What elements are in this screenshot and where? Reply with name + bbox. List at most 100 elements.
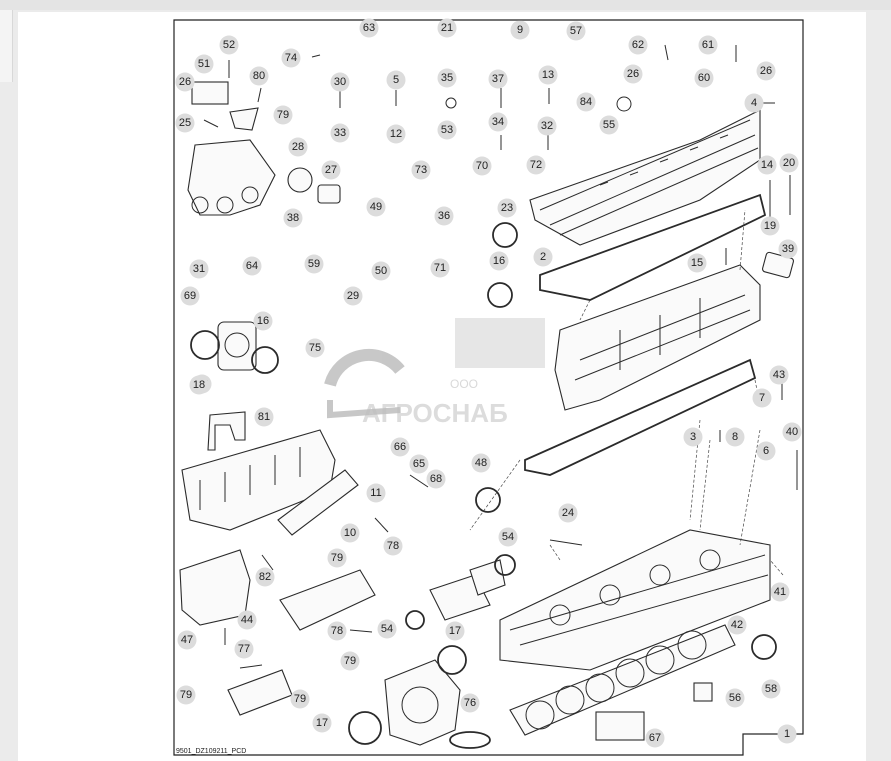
callout-circle <box>437 68 457 88</box>
egr-cooler-part <box>279 569 376 631</box>
callout-80: 80 <box>249 66 269 86</box>
callout-label: 78 <box>331 625 343 637</box>
callout-24: 24 <box>558 503 578 523</box>
callout-53: 53 <box>437 120 457 140</box>
callout-79: 79 <box>273 105 293 125</box>
callout-label: 60 <box>698 72 710 84</box>
callout-circle <box>409 454 429 474</box>
seal-ring-part <box>616 96 632 112</box>
callout-circle <box>340 651 360 671</box>
callout-71: 71 <box>430 258 450 278</box>
o-ring-part <box>487 282 513 308</box>
callout-label: 57 <box>570 25 582 37</box>
throttle-valve-part <box>217 321 257 371</box>
callout-circle <box>312 713 332 733</box>
callout-14: 14 <box>757 155 777 175</box>
callout-29: 29 <box>343 286 363 306</box>
callout-circle <box>488 69 508 89</box>
callout-label: 66 <box>394 441 406 453</box>
callout-61: 61 <box>698 35 718 55</box>
callout-circle <box>304 254 324 274</box>
sleeve-part <box>317 184 341 204</box>
callout-label: 24 <box>562 507 574 519</box>
callout-circle <box>777 724 797 744</box>
callout-circle <box>756 61 776 81</box>
callout-circle <box>445 621 465 641</box>
callout-label: 65 <box>413 458 425 470</box>
callout-23: 23 <box>497 198 517 218</box>
callout-82: 82 <box>255 567 275 587</box>
seal-kit-part <box>595 711 645 741</box>
callout-label: 26 <box>179 76 191 88</box>
callout-label: 79 <box>294 693 306 705</box>
callout-label: 12 <box>390 128 402 140</box>
callout-64: 64 <box>242 256 262 276</box>
callout-63: 63 <box>359 18 379 38</box>
callout-circle <box>683 427 703 447</box>
callout-79: 79 <box>340 651 360 671</box>
callout-39: 39 <box>778 239 798 259</box>
callout-label: 84 <box>580 96 592 108</box>
callout-circle <box>175 113 195 133</box>
callout-circle <box>180 286 200 306</box>
callout-label: 26 <box>627 68 639 80</box>
callout-label: 81 <box>258 411 270 423</box>
callout-circle <box>281 48 301 68</box>
head-gasket-part <box>509 624 736 736</box>
callout-label: 29 <box>347 290 359 302</box>
callout-33: 33 <box>330 123 350 143</box>
callout-label: 67 <box>649 732 661 744</box>
callout-circle <box>234 639 254 659</box>
callout-70: 70 <box>472 156 492 176</box>
callout-label: 16 <box>493 255 505 267</box>
callout-circle <box>359 18 379 38</box>
callout-label: 48 <box>475 457 487 469</box>
callout-13: 13 <box>538 65 558 85</box>
callout-circle <box>725 427 745 447</box>
callout-20: 20 <box>779 153 799 173</box>
callout-label: 28 <box>292 141 304 153</box>
callout-circle <box>782 422 802 442</box>
document-reference: 9501_DZ109211_PCD <box>176 748 246 755</box>
turbo-gasket-part <box>287 167 313 193</box>
callout-9: 9 <box>510 20 530 40</box>
callout-62: 62 <box>628 35 648 55</box>
callout-circle <box>383 536 403 556</box>
callout-label: 34 <box>492 116 504 128</box>
callout-circle <box>237 610 257 630</box>
callout-49: 49 <box>366 197 386 217</box>
callout-circle <box>779 153 799 173</box>
callout-circle <box>538 65 558 85</box>
callout-circle <box>175 72 195 92</box>
callout-circle <box>327 548 347 568</box>
callout-52: 52 <box>219 35 239 55</box>
valve-cover-gasket-part <box>539 193 767 301</box>
o-ring-part <box>492 222 518 248</box>
cylinder-head-part <box>499 529 771 671</box>
callout-circle <box>330 72 350 92</box>
callout-circle <box>411 160 431 180</box>
flange-gasket-part <box>191 81 229 105</box>
callout-label: 10 <box>344 527 356 539</box>
callout-label: 23 <box>501 202 513 214</box>
callout-circle <box>727 615 747 635</box>
callout-59: 59 <box>304 254 324 274</box>
callout-58: 58 <box>761 679 781 699</box>
o-ring-part <box>405 610 425 630</box>
callout-label: 51 <box>198 58 210 70</box>
callout-label: 15 <box>691 257 703 269</box>
callout-40: 40 <box>782 422 802 442</box>
callout-label: 78 <box>387 540 399 552</box>
callout-circle <box>460 693 480 713</box>
callout-label: 75 <box>309 342 321 354</box>
callout-circle <box>343 286 363 306</box>
callout-circle <box>253 311 273 331</box>
small-flange-part <box>229 107 259 131</box>
callout-30: 30 <box>330 72 350 92</box>
callout-48: 48 <box>471 453 491 473</box>
callout-81: 81 <box>254 407 274 427</box>
callout-label: 73 <box>415 164 427 176</box>
callout-5: 5 <box>386 70 406 90</box>
callout-79: 79 <box>176 685 196 705</box>
